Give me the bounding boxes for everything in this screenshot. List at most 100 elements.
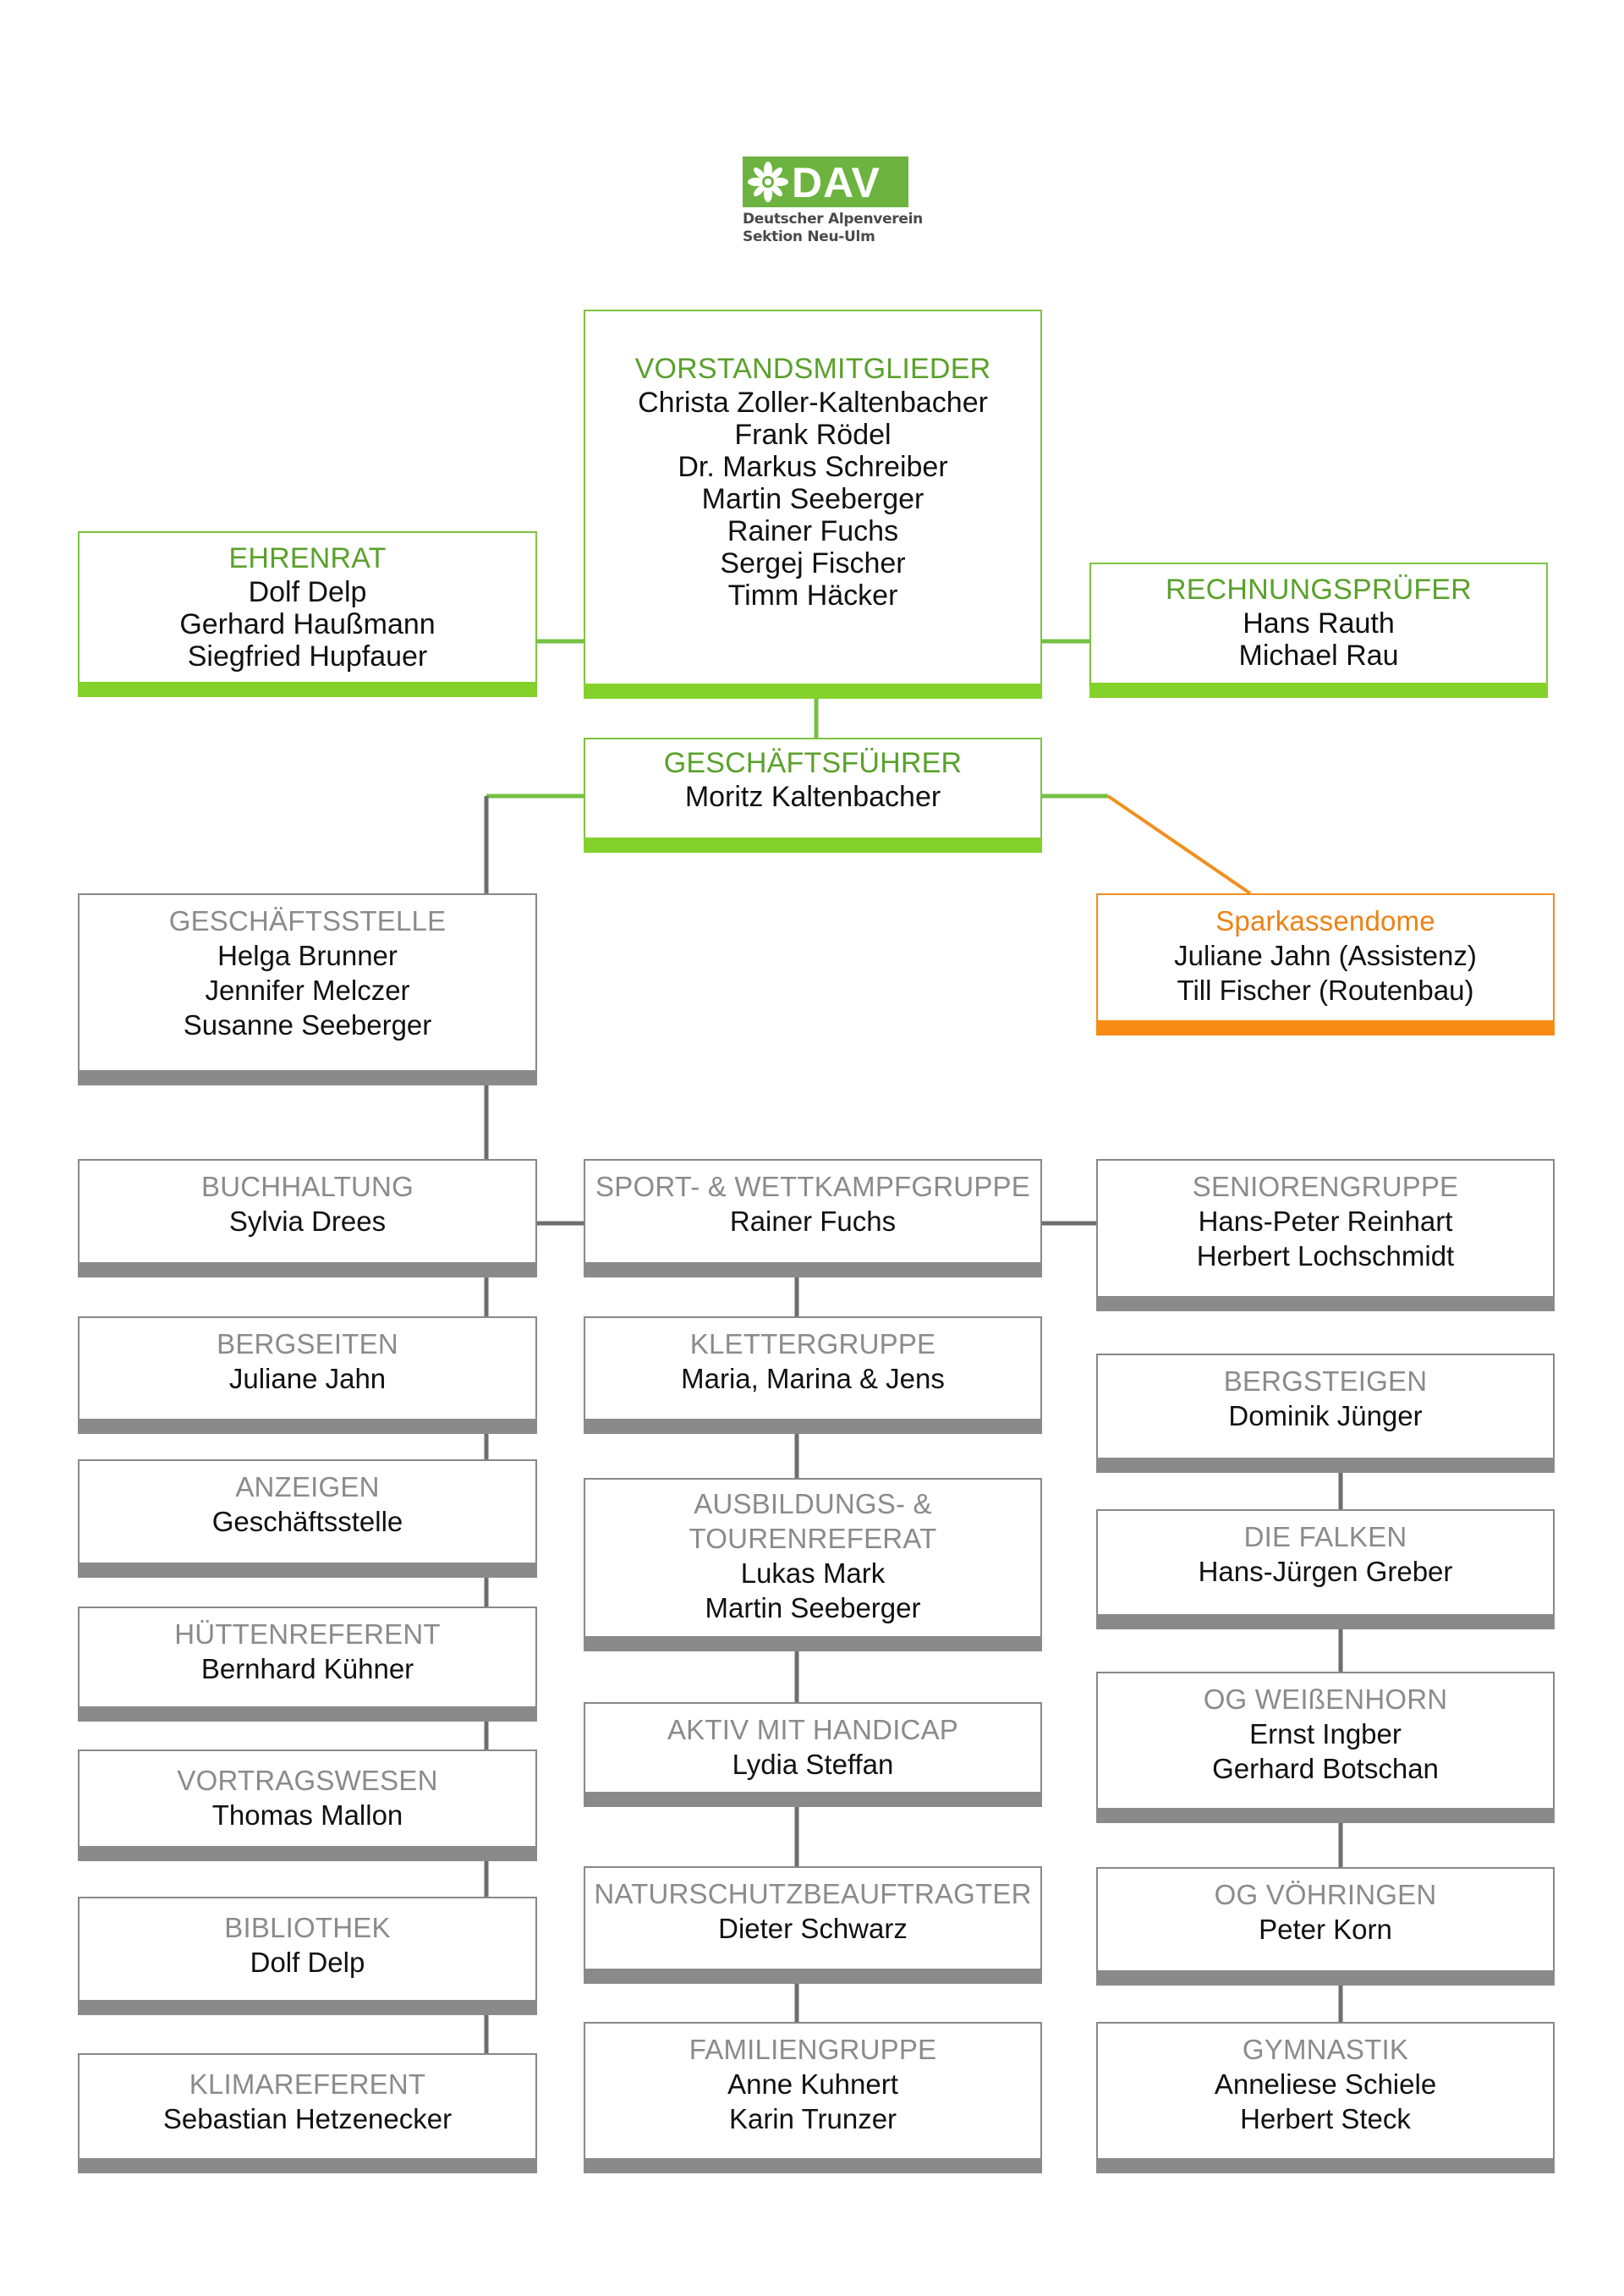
box-title: EHRENRAT	[228, 542, 387, 574]
box-naturschutz: NATURSCHUTZBEAUFTRAGTER Dieter Schwarz	[584, 1866, 1042, 1984]
person-name: Karin Trunzer	[728, 2103, 897, 2134]
person-name: Maria, Marina & Jens	[681, 1363, 945, 1394]
box-title: BERGSEITEN	[217, 1328, 398, 1359]
person-name: Rainer Fuchs	[729, 1206, 897, 1237]
box-title: AUSBILDUNGS- & TOURENREFERAT	[689, 1488, 937, 1554]
person-name: Bernhard Kühner	[200, 1653, 414, 1684]
box-title: VORSTANDSMITGLIEDER	[634, 353, 991, 385]
box-names: Juliane Jahn (Assistenz)Till Fischer (Ro…	[1098, 938, 1553, 1008]
person-name: Sylvia Drees	[228, 1206, 387, 1237]
person-name: Dieter Schwarz	[718, 1913, 908, 1944]
box-buchhaltung: BUCHHALTUNG Sylvia Drees	[78, 1159, 537, 1277]
person-name: Geschäftsstelle	[211, 1506, 403, 1537]
box-names: Dieter Schwarz	[585, 1911, 1040, 1946]
person-name: Christa Zoller-Kaltenbacher	[638, 387, 988, 419]
person-name: Lydia Steffan	[732, 1749, 894, 1780]
person-name: Juliane Jahn	[228, 1363, 387, 1394]
box-title: AKTIV MIT HANDICAP	[667, 1714, 959, 1745]
box-names: Hans-Jürgen Greber	[1098, 1554, 1553, 1589]
person-name: Gerhard Haußmann	[179, 608, 436, 640]
box-title: KLETTERGRUPPE	[689, 1328, 936, 1359]
box-names: Maria, Marina & Jens	[585, 1361, 1040, 1396]
box-title: BERGSTEIGEN	[1223, 1365, 1428, 1397]
edelweiss-icon	[748, 162, 788, 202]
box-title: VORTRAGSWESEN	[177, 1765, 438, 1796]
person-name: Jennifer Melczer	[205, 975, 410, 1006]
box-names: Lydia Steffan	[585, 1747, 1040, 1782]
box-title: HÜTTENREFERENT	[174, 1618, 441, 1650]
person-name: Rainer Fuchs	[727, 515, 899, 547]
person-name: Dolf Delp	[250, 1947, 365, 1978]
box-names: Moritz Kaltenbacher	[585, 781, 1040, 813]
box-names: Bernhard Kühner	[80, 1651, 535, 1686]
person-name: Michael Rau	[1238, 640, 1399, 672]
box-title: Sparkassendome	[1215, 905, 1435, 937]
person-name: Frank Rödel	[734, 419, 892, 451]
person-name: Anneliese Schiele	[1214, 2068, 1437, 2100]
person-name: Timm Häcker	[727, 579, 898, 612]
person-name: Anne Kuhnert	[727, 2068, 898, 2100]
box-title: BIBLIOTHEK	[224, 1912, 391, 1943]
box-title: ANZEIGEN	[235, 1471, 380, 1502]
box-title: DIE FALKEN	[1243, 1521, 1407, 1552]
box-title: KLIMAREFERENT	[189, 2068, 426, 2100]
box-title: BUCHHALTUNG	[201, 1171, 414, 1202]
person-name: Dolf Delp	[248, 576, 367, 608]
box-names: Thomas Mallon	[80, 1798, 535, 1832]
person-name: Hans-Peter Reinhart	[1198, 1206, 1453, 1237]
person-name: Ernst Ingber	[1249, 1718, 1402, 1749]
box-names: Rainer Fuchs	[585, 1204, 1040, 1239]
person-name: Juliane Jahn (Assistenz)	[1174, 940, 1477, 971]
person-name: Siegfried Hupfauer	[187, 640, 428, 673]
person-name: Hans Rauth	[1243, 607, 1395, 640]
person-name: Sergej Fischer	[720, 547, 906, 579]
box-title: OG VÖHRINGEN	[1214, 1879, 1437, 1910]
person-name: Dr. Markus Schreiber	[678, 451, 948, 483]
box-title: GESCHÄFTSFÜHRER	[663, 747, 963, 779]
person-name: Herbert Lochschmidt	[1196, 1240, 1455, 1272]
logo-line-2: Sektion Neu-Ulm	[743, 228, 875, 245]
person-name: Lukas Mark	[740, 1557, 886, 1589]
person-name: Sebastian Hetzenecker	[162, 2103, 453, 2134]
box-names: Sebastian Hetzenecker	[80, 2101, 535, 2136]
box-title: GESCHÄFTSSTELLE	[168, 905, 447, 937]
logo-badge: DAV	[743, 157, 908, 207]
person-name: Peter Korn	[1259, 1914, 1392, 1945]
dav-logo: DAV Deutscher Alpenverein Sektion Neu-Ul…	[743, 157, 929, 246]
box-title: SENIORENGRUPPE	[1192, 1171, 1459, 1202]
box-title: FAMILIENGRUPPE	[689, 2034, 937, 2065]
person-name: Herbert Steck	[1240, 2103, 1411, 2134]
box-anzeigen: ANZEIGEN Geschäftsstelle	[78, 1459, 537, 1578]
box-names: Dominik Jünger	[1098, 1398, 1553, 1433]
logo-line-1: Deutscher Alpenverein	[743, 211, 923, 228]
person-name: Susanne Seeberger	[183, 1009, 432, 1041]
person-name: Martin Seeberger	[701, 483, 924, 515]
box-title: OG WEIßENHORN	[1203, 1684, 1448, 1715]
box-title: NATURSCHUTZBEAUFTRAGTER	[594, 1878, 1032, 1909]
box-bergseiten: BERGSEITEN Juliane Jahn	[78, 1316, 537, 1434]
